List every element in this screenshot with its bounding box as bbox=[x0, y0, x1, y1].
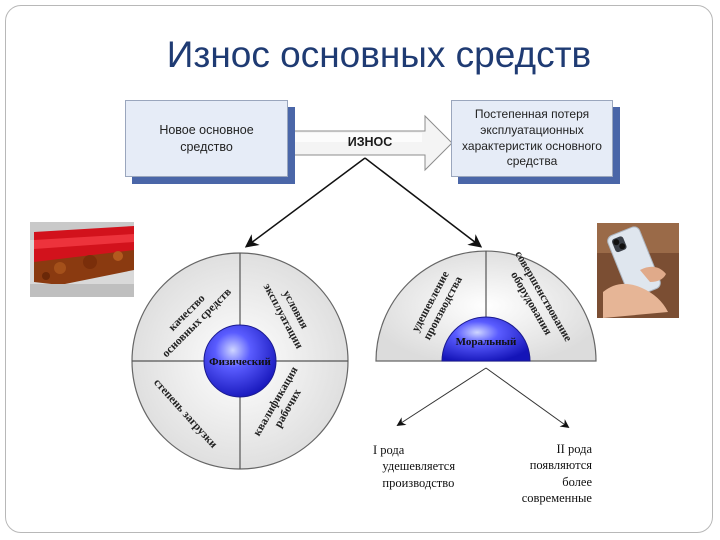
physical-wear-circle: Физический качество основных средств усл… bbox=[131, 252, 349, 470]
characteristics-loss-box: Постепенная потеря эксплуатационных хара… bbox=[451, 100, 613, 177]
smartphone-in-hand-photo bbox=[597, 223, 679, 318]
moral-hub bbox=[441, 316, 531, 362]
arrow-to-physical bbox=[244, 157, 366, 248]
arrow-to-moral bbox=[364, 157, 483, 248]
type2-note: II рода появляются более современные bbox=[521, 442, 592, 505]
iznos-arrow: ИЗНОС bbox=[289, 114, 453, 172]
physical-hub-label: Физический bbox=[209, 356, 271, 368]
physical-hub bbox=[203, 324, 277, 398]
arrow-to-type1 bbox=[396, 367, 487, 426]
new-asset-label: Новое основное средство bbox=[159, 123, 254, 154]
rusted-car-photo bbox=[30, 222, 134, 297]
iznos-arrow-label: ИЗНОС bbox=[348, 135, 393, 149]
arrow-to-type2 bbox=[485, 367, 570, 429]
type1-note: I рода удешевляется производство bbox=[373, 443, 456, 490]
moral-wear-halfcircle: Моральный удешевление производства совер… bbox=[375, 249, 597, 362]
slide-title: Износ основных средств bbox=[166, 34, 592, 75]
moral-hub-label: Моральный bbox=[456, 336, 517, 348]
characteristics-loss-label: Постепенная потеря эксплуатационных хара… bbox=[462, 107, 602, 169]
new-asset-box: Новое основное средство bbox=[125, 100, 288, 177]
